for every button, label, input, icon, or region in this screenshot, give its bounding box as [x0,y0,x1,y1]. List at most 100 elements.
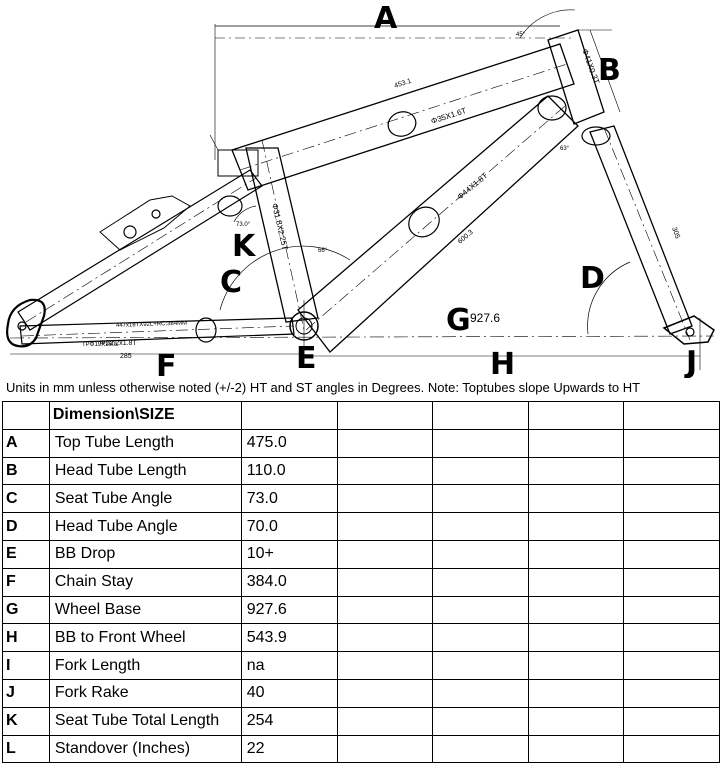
callout-g: G [446,303,471,338]
row-empty-cell [336,651,434,680]
row-dimension: Head Tube Angle [48,512,242,541]
row-empty-cell [336,678,434,708]
callout-b: B [598,53,621,88]
row-letter: G [2,595,50,625]
row-letter: I [2,651,50,680]
row-letter: C [2,484,50,514]
row-empty-cell [336,734,434,764]
callout-d: D [580,261,605,296]
row-empty-cell [432,567,529,597]
row-empty-cell [432,484,529,514]
row-value: na [240,651,338,680]
row-letter: B [2,456,50,486]
chainstay-length-label: 285 [120,353,132,360]
row-empty-cell [623,734,720,764]
row-empty-cell [432,595,529,625]
row-empty-cell [336,428,434,458]
callout-h: H [490,347,515,378]
chainstay-tp-label: TPΦ19X160L [82,342,119,348]
row-empty-cell [527,678,625,708]
row-empty-cell [623,623,720,653]
fork-length-label: 305 [670,226,681,239]
row-empty-cell [527,512,625,541]
seat-stay-spec-label: 447x18TX92L+RC:384MM [116,321,187,329]
row-empty-cell [432,734,529,764]
row-letter: J [2,678,50,708]
row-empty-cell [623,428,720,458]
row-dimension: Seat Tube Angle [48,484,242,514]
row-empty-cell [527,651,625,680]
row-empty-cell [527,734,625,764]
row-empty-cell [432,651,529,680]
row-empty-cell [432,678,529,708]
row-letter: K [2,706,50,736]
row-empty-cell [623,456,720,486]
chainstay-dia-label: Φ22.2x1.8T [100,340,137,347]
top-angle-label: 45° [516,32,526,38]
row-empty-cell [527,706,625,736]
row-empty-cell [432,512,529,541]
row-value: 543.9 [240,623,338,653]
row-dimension: Standover (Inches) [48,734,242,764]
row-value: 384.0 [240,567,338,597]
header-size-cell [240,401,338,430]
head-angle-label: 63° [560,146,570,152]
row-empty-cell [432,456,529,486]
row-empty-cell [527,428,625,458]
table-header-row: Dimension\SIZE [2,401,720,430]
header-letter-cell [2,401,50,430]
row-letter: L [2,734,50,764]
row-empty-cell [336,539,434,569]
row-empty-cell [527,484,625,514]
row-dimension: Fork Length [48,651,242,680]
header-size-cell [432,401,529,430]
row-dimension: BB to Front Wheel [48,623,242,653]
row-empty-cell [623,512,720,541]
row-letter: D [2,512,50,541]
row-empty-cell [336,512,434,541]
header-dimension-size: Dimension\SIZE [48,401,242,430]
row-empty-cell [527,595,625,625]
row-empty-cell [336,484,434,514]
callout-a: A [374,1,398,36]
header-size-cell [336,401,434,430]
row-value: 10+ [240,539,338,569]
down-tube-length-label: 600.3 [457,229,475,246]
top-tube-length-label: 453.1 [393,78,412,90]
row-empty-cell [527,623,625,653]
row-empty-cell [336,706,434,736]
row-empty-cell [336,567,434,597]
row-value: 254 [240,706,338,736]
row-value: 927.6 [240,595,338,625]
row-empty-cell [336,623,434,653]
seat-angle-label: 73.0° [236,222,251,228]
row-letter: E [2,539,50,569]
header-size-cell [623,401,720,430]
row-empty-cell [623,484,720,514]
row-value: 110.0 [240,456,338,486]
row-dimension: Head Tube Length [48,456,242,486]
callout-e: E [296,341,317,376]
row-empty-cell [527,539,625,569]
down-tube-dia-label: Φ44X1.8T [456,171,490,202]
row-empty-cell [623,567,720,597]
row-empty-cell [336,595,434,625]
row-empty-cell [623,539,720,569]
row-empty-cell [527,456,625,486]
row-empty-cell [527,567,625,597]
top-tube-dia-label: Φ35X1.6T [430,106,468,126]
row-value: 70.0 [240,512,338,541]
row-empty-cell [336,456,434,486]
